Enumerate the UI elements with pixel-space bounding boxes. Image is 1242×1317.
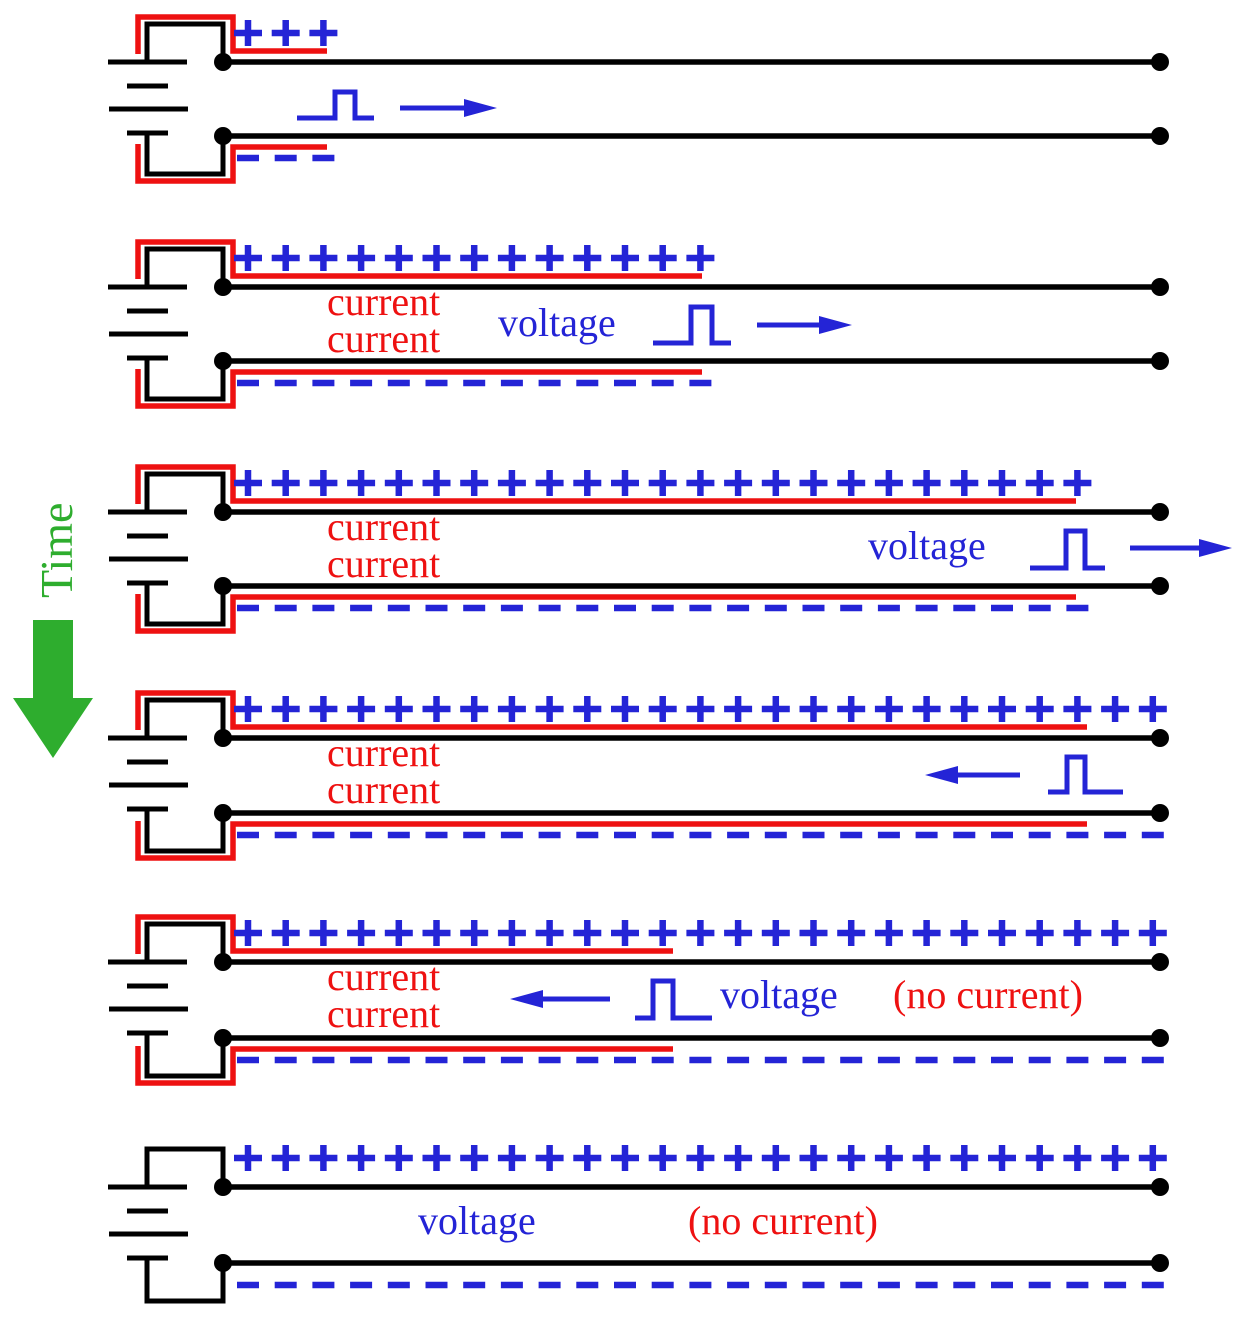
terminal-dot xyxy=(214,53,232,71)
terminal-dot xyxy=(1151,577,1169,595)
current-loop-top xyxy=(135,914,673,954)
wire-pair xyxy=(223,284,1160,364)
current-loop-top xyxy=(135,239,702,279)
plus-charge-row xyxy=(234,245,715,271)
terminal-dot xyxy=(214,729,232,747)
switch-link-bottom xyxy=(144,1033,226,1079)
terminal-dot xyxy=(1151,729,1169,747)
battery xyxy=(108,284,188,361)
propagation-arrow-head xyxy=(1199,539,1232,557)
wire-pair xyxy=(223,1184,1160,1266)
wire-pair xyxy=(223,735,1160,816)
propagation-arrow-head xyxy=(464,99,497,117)
current-loop-top xyxy=(135,14,327,54)
label-no-current: (no current) xyxy=(893,972,1083,1017)
panel-6: voltage (no current) xyxy=(108,1145,1169,1304)
switch-link-top xyxy=(144,921,226,962)
current-loop-bottom xyxy=(135,594,1076,634)
terminal-dot xyxy=(214,1178,232,1196)
terminal-dot xyxy=(1151,53,1169,71)
label-voltage: voltage xyxy=(868,523,986,568)
label-current: current xyxy=(327,279,440,324)
battery xyxy=(108,59,188,136)
plus-charge-row xyxy=(234,470,1092,496)
switch-link-bottom xyxy=(144,358,226,402)
terminal-dot xyxy=(214,278,232,296)
plus-charge-row xyxy=(234,696,1167,722)
label-current: current xyxy=(327,767,440,812)
propagation-arrow-head xyxy=(510,990,543,1008)
label-current: current xyxy=(327,991,440,1036)
battery xyxy=(108,959,188,1036)
propagation-arrow-head xyxy=(925,766,958,784)
battery xyxy=(108,509,188,586)
terminal-dot xyxy=(214,577,232,595)
voltage-pulse xyxy=(653,304,731,346)
label-no-current: (no current) xyxy=(688,1198,878,1243)
terminal-dot xyxy=(1151,1178,1169,1196)
battery xyxy=(108,735,188,812)
voltage-pulse xyxy=(1030,528,1105,571)
switch-link-top xyxy=(144,1146,226,1187)
terminal-dot xyxy=(1151,503,1169,521)
wire-pair xyxy=(223,959,1160,1041)
terminal-dot xyxy=(1151,953,1169,971)
terminal-dot xyxy=(1151,1254,1169,1272)
terminal-dot xyxy=(214,127,232,145)
terminal-dot xyxy=(1151,127,1169,145)
terminal-dot xyxy=(1151,1029,1169,1047)
current-loop-bottom xyxy=(135,1046,673,1086)
label-voltage: voltage xyxy=(418,1198,536,1243)
switch-link-top xyxy=(144,21,226,62)
terminal-dot xyxy=(214,1254,232,1272)
current-loop-top xyxy=(135,690,1087,730)
switch-link-bottom xyxy=(144,583,226,627)
label-current: current xyxy=(327,954,440,999)
terminal-dot xyxy=(1151,278,1169,296)
label-current: current xyxy=(327,504,440,549)
terminal-dot xyxy=(214,503,232,521)
switch-link-bottom xyxy=(144,133,226,177)
current-loop-top xyxy=(135,464,1076,504)
voltage-pulse xyxy=(1048,754,1123,795)
switch-link-top xyxy=(144,471,226,512)
terminal-dot xyxy=(214,1029,232,1047)
battery xyxy=(108,1184,188,1261)
label-current: current xyxy=(327,730,440,775)
current-loop-bottom xyxy=(135,369,702,409)
voltage-pulse xyxy=(635,978,712,1021)
plus-charge-row xyxy=(234,920,1167,946)
label-current: current xyxy=(327,316,440,361)
plus-charge-row xyxy=(234,1145,1167,1171)
voltage-pulse xyxy=(297,89,374,121)
panel-1 xyxy=(108,14,1169,184)
terminal-dot xyxy=(214,953,232,971)
wire-pair xyxy=(223,59,1160,139)
switch-link-top xyxy=(144,697,226,738)
time-down-arrow-icon xyxy=(13,620,93,758)
label-current: current xyxy=(327,541,440,586)
time-label: Time xyxy=(31,503,82,598)
terminal-dot xyxy=(214,352,232,370)
terminal-dot xyxy=(1151,352,1169,370)
propagation-arrow-head xyxy=(819,316,852,334)
terminal-dot xyxy=(1151,804,1169,822)
terminal-dot xyxy=(214,804,232,822)
switch-link-bottom xyxy=(144,1258,226,1304)
plus-charge-row xyxy=(234,20,338,46)
current-loop-bottom xyxy=(135,821,1087,861)
time-indicator: Time xyxy=(13,503,93,758)
label-voltage: voltage xyxy=(498,300,616,345)
switch-link-top xyxy=(144,246,226,287)
label-voltage: voltage xyxy=(720,972,838,1017)
current-loop-bottom xyxy=(135,144,327,184)
wire-pair xyxy=(223,509,1160,589)
switch-link-bottom xyxy=(144,809,226,854)
